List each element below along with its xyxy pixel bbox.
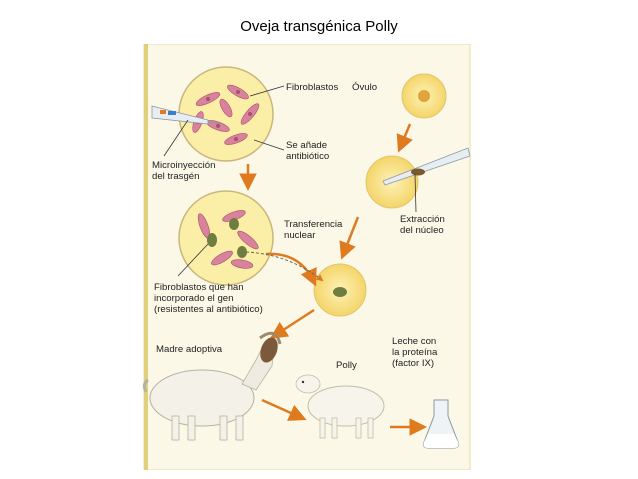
label-extraccion-1: Extracción bbox=[400, 214, 445, 225]
reconstructed-egg bbox=[313, 263, 367, 317]
label-leche-2: la proteína bbox=[392, 347, 438, 358]
label-se-anade-2: antibiótico bbox=[286, 151, 329, 162]
process-arrows bbox=[239, 123, 427, 436]
label-microinyeccion-1: Microinyección bbox=[152, 160, 215, 171]
label-fibroblastos-gen-3: (resistentes al antibiótico) bbox=[154, 304, 263, 315]
label-ovulo: Óvulo bbox=[352, 82, 377, 93]
label-se-anade-1: Se añade bbox=[286, 140, 327, 151]
page-title: Oveja transgénica Polly bbox=[240, 18, 398, 35]
milk-flask bbox=[423, 399, 459, 449]
ovum-enucleation bbox=[365, 147, 471, 209]
label-fibroblastos: Fibroblastos bbox=[286, 82, 338, 93]
label-leche-3: (factor IX) bbox=[392, 358, 434, 369]
label-extraccion-2: del núcleo bbox=[400, 225, 444, 236]
leader-lines bbox=[163, 85, 417, 277]
dashed-transfer-arrow bbox=[245, 251, 324, 282]
label-microinyeccion-2: del trasgén bbox=[152, 171, 199, 182]
label-transferencia-1: Transferencia bbox=[284, 219, 343, 230]
label-fibroblastos-gen-1: Fibroblastos que han bbox=[154, 282, 244, 293]
label-polly: Polly bbox=[336, 360, 357, 371]
petri-dish-middle bbox=[178, 190, 274, 286]
microinjection-needle bbox=[151, 105, 223, 125]
label-transferencia-2: nuclear bbox=[284, 230, 316, 241]
label-fibroblastos-gen-2: incorporado el gen bbox=[154, 293, 233, 304]
petri-dish-top bbox=[178, 66, 274, 162]
label-madre-adoptiva: Madre adoptiva bbox=[156, 344, 223, 355]
transgenic-sheep-diagram: Fibroblastos Óvulo Se añade antibiótico … bbox=[142, 44, 471, 470]
label-leche-1: Leche con bbox=[392, 336, 436, 347]
polly-lamb bbox=[295, 374, 385, 439]
panel-left-edge bbox=[144, 44, 148, 470]
adoptive-mother-sheep bbox=[142, 331, 282, 441]
ovum-egg bbox=[401, 73, 447, 119]
